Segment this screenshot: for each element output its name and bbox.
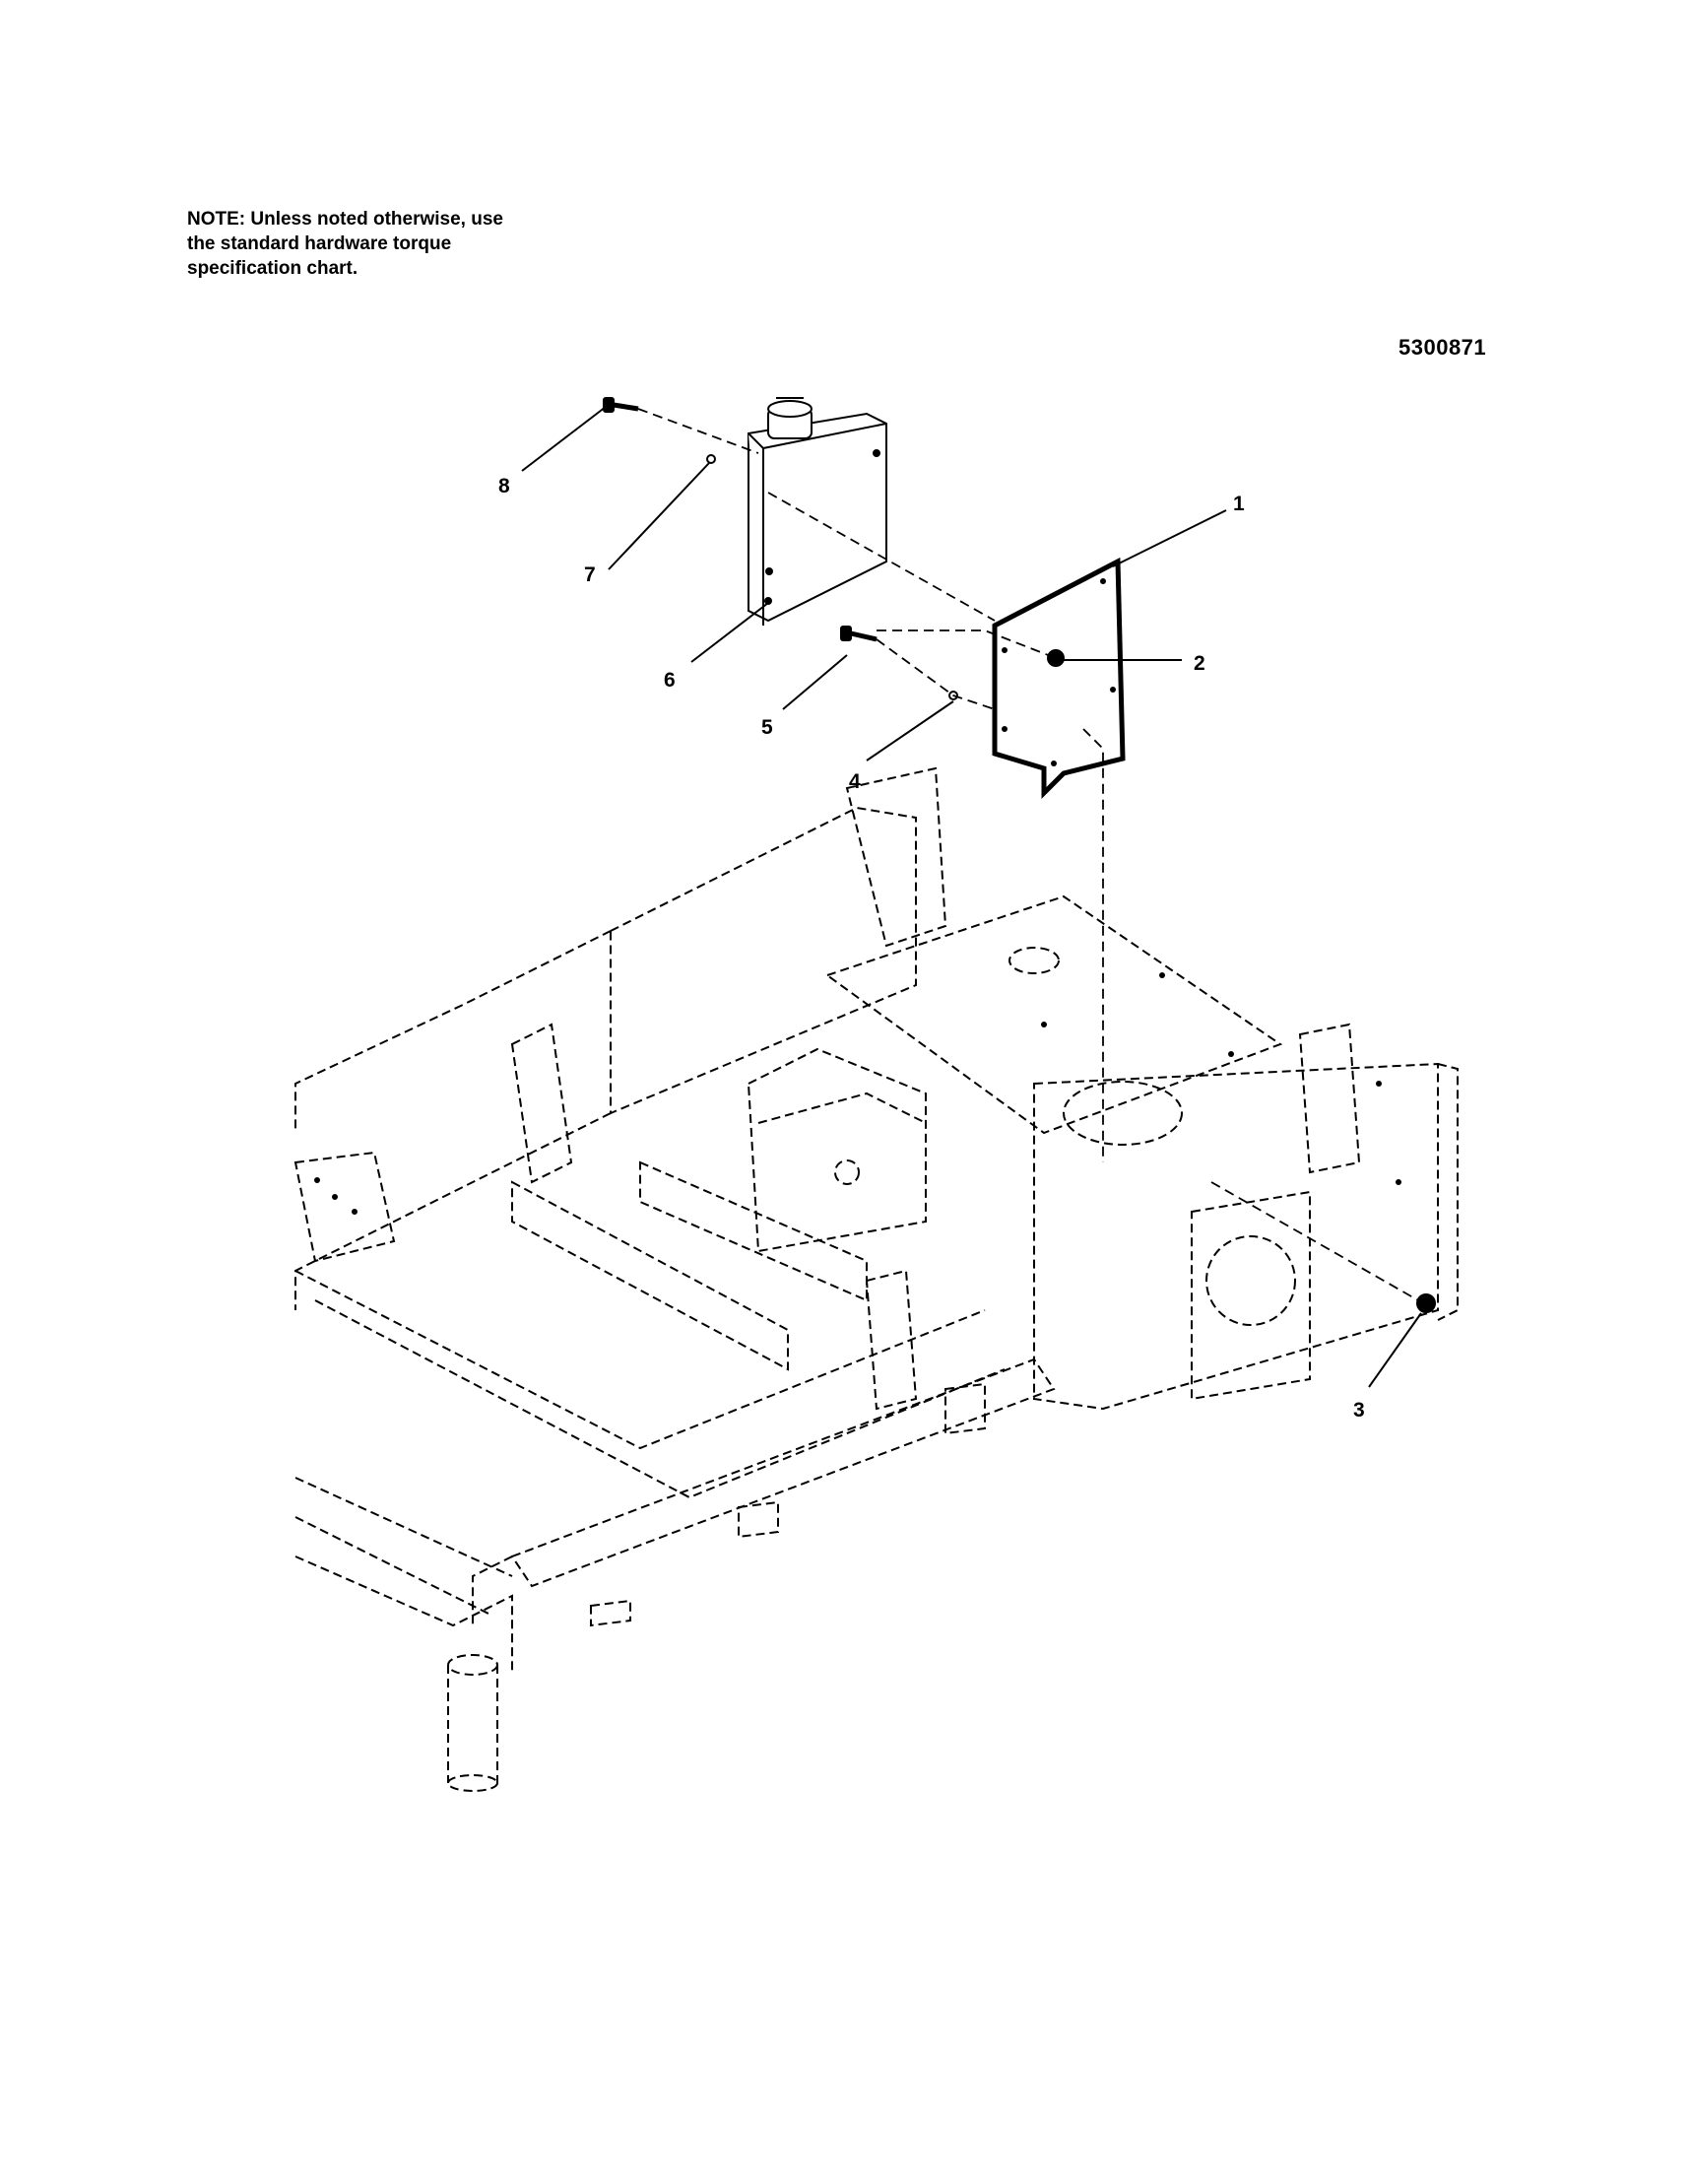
- nut-3-icon: [1416, 1293, 1436, 1313]
- torque-note: NOTE: Unless noted otherwise, use the st…: [187, 207, 601, 281]
- mower-frame: [293, 766, 1459, 1792]
- callout-6: 6: [664, 669, 676, 692]
- hydraulic-reservoir: [748, 397, 887, 626]
- callout-2: 2: [1194, 652, 1205, 675]
- assembly-lines: [637, 408, 1419, 1301]
- hardware-items: [603, 397, 1436, 1313]
- diagram-id: 5300871: [1398, 335, 1487, 360]
- note-line-3: specification chart.: [187, 258, 358, 279]
- callout-5: 5: [761, 716, 773, 739]
- note-line-2: the standard hardware torque: [187, 233, 452, 254]
- callout-4: 4: [849, 770, 861, 793]
- note-line-1: NOTE: Unless noted otherwise, use: [187, 209, 503, 230]
- callout-8: 8: [498, 475, 510, 497]
- callout-1: 1: [1233, 493, 1245, 515]
- nut-2-icon: [1047, 649, 1065, 667]
- callout-leaders: [521, 406, 1422, 1388]
- callout-7: 7: [584, 563, 596, 586]
- callout-3: 3: [1353, 1399, 1365, 1422]
- callout-labels: 1 2 3 4 5 6 7 8: [498, 475, 1365, 1422]
- bolt-8-icon: [603, 397, 639, 413]
- bolt-5-icon: [840, 626, 878, 642]
- washer-7-icon: [706, 454, 716, 464]
